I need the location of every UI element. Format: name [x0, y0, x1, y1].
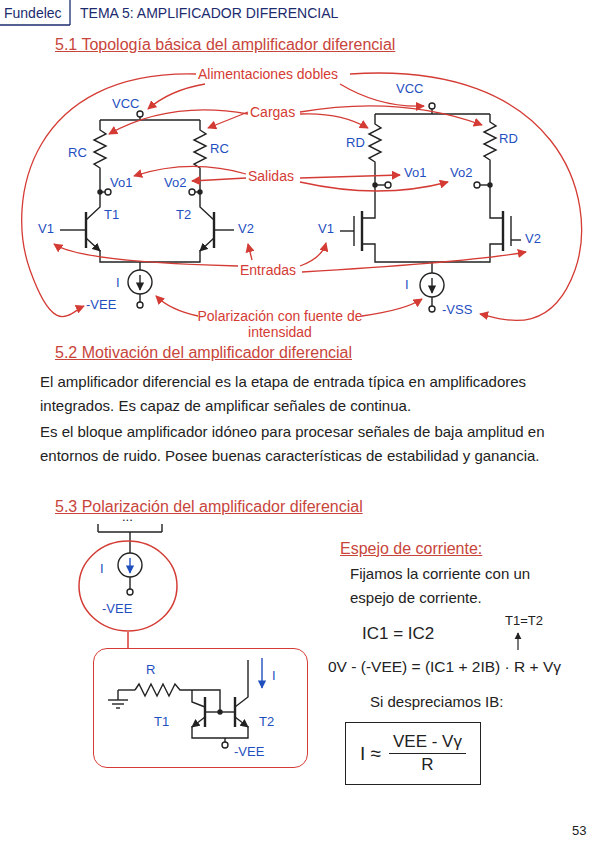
- course-name: Fundelec: [4, 5, 62, 21]
- input-label: V2: [525, 232, 541, 247]
- callout-arrows: [22, 73, 582, 320]
- node-label: -VEE: [102, 602, 132, 617]
- highlight-ellipse: [78, 540, 178, 632]
- current-mirror-box: R T1 T2 I -VEE: [93, 648, 308, 768]
- current-mirror: [108, 658, 262, 748]
- body-text: Es el bloque amplificador idóneo para pr…: [40, 420, 580, 468]
- node-label: I: [100, 562, 104, 577]
- body-text: Si despreciamos IB:: [370, 690, 503, 714]
- callout-text: Salidas: [248, 168, 294, 184]
- result-box: I ≈ VEE - VγR: [345, 722, 481, 785]
- node-label: T2: [259, 715, 274, 730]
- body-text: El amplificador diferencial es la etapa …: [40, 370, 580, 418]
- resistor-label: RD: [346, 136, 365, 151]
- formula-lhs: I ≈: [360, 743, 381, 765]
- node-label: -VEE: [234, 745, 264, 760]
- node-label: T1: [154, 715, 169, 730]
- callout-text: Polarización con fuente de intensidad: [195, 308, 365, 340]
- callout-text: Cargas: [250, 104, 295, 120]
- page-number: 53: [572, 824, 586, 839]
- transistor-label: T2: [176, 208, 191, 223]
- supply-label: -VEE: [86, 298, 116, 313]
- current-label: I: [116, 276, 120, 291]
- output-label: Vo2: [164, 176, 186, 191]
- highlight-circle: I -VEE: [78, 540, 178, 632]
- connector: [127, 632, 129, 648]
- numerator: VEE - Vγ: [389, 731, 466, 754]
- section-heading: 5.3 Polarización del amplificador difere…: [55, 498, 363, 516]
- supply-label: -VSS: [442, 303, 472, 318]
- fraction: VEE - VγR: [389, 731, 466, 776]
- callout-text: Entradas: [240, 262, 296, 278]
- equation: IC1 = IC2: [362, 624, 434, 644]
- section-heading: 5.2 Motivación del amplificador diferenc…: [55, 344, 352, 362]
- input-label: V1: [38, 222, 54, 237]
- pointer-arrow: [517, 633, 518, 650]
- resistor-label: RD: [499, 132, 518, 147]
- page-title: TEMA 5: AMPLIFICADOR DIFERENCIAL: [80, 5, 338, 21]
- current-label: I: [405, 278, 409, 293]
- mosfet-differential-pair: [340, 103, 521, 312]
- callout-text: Alimentaciones dobles: [198, 66, 338, 82]
- current-source-block: [98, 524, 162, 595]
- body-text: Fijamos la corriente con un espejo de co…: [350, 562, 570, 610]
- header-rule: [0, 0, 70, 25]
- node-label: R: [146, 663, 155, 678]
- equation-note: T1=T2: [505, 614, 543, 629]
- denominator: R: [417, 754, 437, 776]
- node-label: I: [272, 669, 276, 684]
- output-label: Vo1: [110, 176, 132, 191]
- equation: 0V - (-VEE) = (IC1 + 2IB) · R + Vγ: [328, 658, 561, 676]
- input-label: V1: [318, 222, 334, 237]
- resistor-label: RC: [210, 142, 229, 157]
- supply-label: VCC: [396, 82, 423, 97]
- supply-label: VCC: [112, 97, 139, 112]
- resistor-label: RC: [68, 146, 87, 161]
- input-label: V2: [238, 222, 254, 237]
- subheading: Espejo de corriente:: [340, 540, 482, 558]
- transistor-label: T1: [104, 208, 119, 223]
- output-label: Vo1: [404, 166, 426, 181]
- output-label: Vo2: [450, 166, 472, 181]
- bjt-differential-pair: [60, 111, 234, 308]
- ellipsis: ...: [122, 510, 133, 525]
- section-heading: 5.1 Topología básica del amplificador di…: [55, 36, 395, 54]
